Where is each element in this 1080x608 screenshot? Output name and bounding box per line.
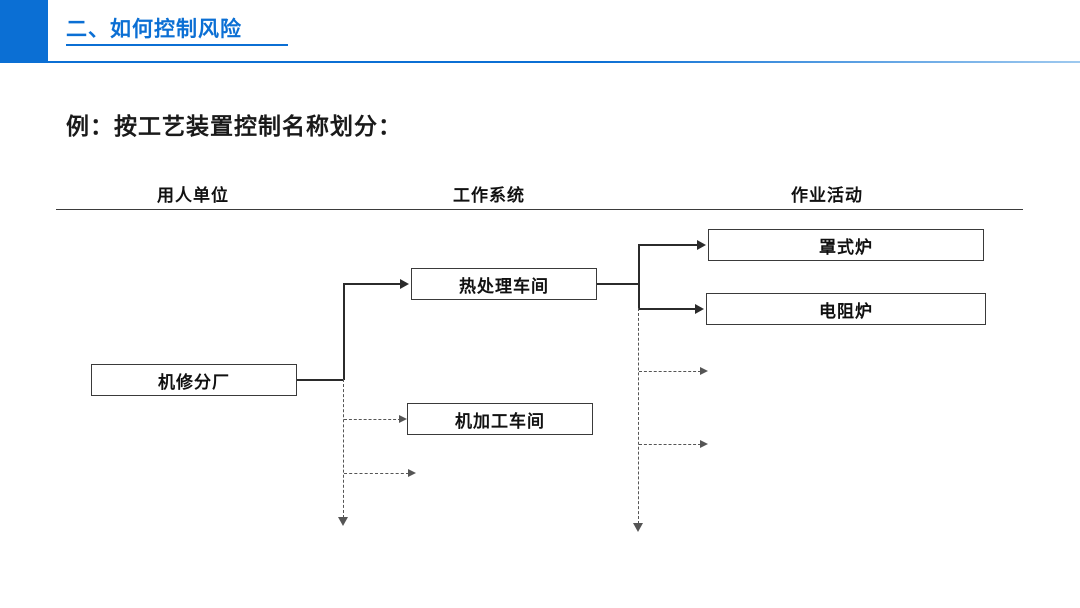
page-title-underline <box>66 44 288 46</box>
edge-rechuli-dashed-riser <box>638 308 639 524</box>
arrowhead-rechuli-dashed-1 <box>700 367 708 375</box>
arrowhead-to-dianzu <box>695 304 704 314</box>
arrowhead-jixiu-dashed-branch <box>408 469 416 477</box>
arrowhead-rechuli-dashed-2 <box>700 440 708 448</box>
edge-rechuli-trunk-horizontal <box>597 283 639 285</box>
arrowhead-to-jiagong <box>399 415 407 423</box>
slide-header: 二、如何控制风险 <box>0 0 1080 63</box>
edge-dashed-to-jiagong <box>344 419 401 420</box>
header-divider <box>0 61 1080 63</box>
arrowhead-to-rechuli <box>400 279 409 289</box>
node-dianzu-lu[interactable]: 电阻炉 <box>706 293 986 325</box>
column-header-employer: 用人单位 <box>157 186 229 205</box>
arrowhead-to-zhaoshi <box>697 240 706 250</box>
edge-dashed-jixiu-branch <box>344 473 409 474</box>
edge-to-zhaoshi-horizontal <box>638 244 698 246</box>
arrowhead-rechuli-dashed-down <box>633 523 643 532</box>
node-jixiu-fenchang[interactable]: 机修分厂 <box>91 364 297 396</box>
subtitle: 例：按工艺装置控制名称划分： <box>66 113 402 139</box>
edge-to-dianzu-horizontal <box>638 308 696 310</box>
node-rechuli-chejian[interactable]: 热处理车间 <box>411 268 597 300</box>
edge-to-rechuli-horizontal <box>343 283 401 285</box>
column-header-activity: 作业活动 <box>791 186 863 205</box>
node-zhaoshi-lu[interactable]: 罩式炉 <box>708 229 984 261</box>
edge-dashed-rechuli-branch-2 <box>639 444 701 445</box>
edge-jixiu-trunk-horizontal <box>297 379 344 381</box>
page-title: 二、如何控制风险 <box>66 18 242 41</box>
edge-jixiu-dashed-riser <box>343 379 344 518</box>
edge-jixiu-riser-vertical <box>343 283 345 380</box>
column-header-work-system: 工作系统 <box>453 186 525 205</box>
column-header-divider <box>56 209 1023 210</box>
arrowhead-jixiu-dashed-down <box>338 517 348 526</box>
header-accent-block <box>0 0 48 62</box>
edge-dashed-rechuli-branch-1 <box>639 371 701 372</box>
node-jiagong-chejian[interactable]: 机加工车间 <box>407 403 593 435</box>
edge-rechuli-riser-vertical <box>638 244 640 309</box>
